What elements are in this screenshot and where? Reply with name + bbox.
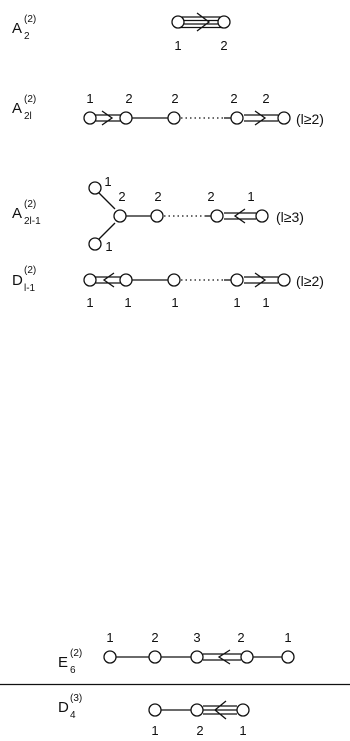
node-label: 1 [171, 295, 178, 310]
node [103, 650, 117, 664]
diagram-superscript: (2) [24, 94, 36, 105]
node [240, 650, 254, 664]
diagram-condition: (l≥2) [296, 111, 324, 127]
node-label: 2 [154, 189, 161, 204]
diagram-superscript: (2) [24, 14, 36, 25]
node [167, 111, 181, 125]
diagram-e6-twisted: E (2) 6 1 2 3 2 1 [58, 630, 295, 676]
diagram-subscript: 4 [70, 710, 76, 721]
node-label: 1 [233, 295, 240, 310]
node [230, 111, 244, 125]
node [190, 703, 204, 717]
node-label: 2 [171, 91, 178, 106]
bond-arrow [101, 110, 114, 126]
node [167, 273, 181, 287]
node-label: 2 [262, 91, 269, 106]
node [281, 650, 295, 664]
diagram-name: A [12, 100, 22, 117]
node-label: 1 [124, 295, 131, 310]
node [119, 111, 133, 125]
node-label: 1 [239, 723, 246, 738]
node [119, 273, 133, 287]
bond-arrow [254, 110, 267, 126]
node [255, 209, 269, 223]
diagram-subscript: 6 [70, 665, 76, 676]
node [113, 209, 127, 223]
diagram-superscript: (2) [24, 199, 36, 210]
node [88, 181, 102, 195]
node-label: 2 [230, 91, 237, 106]
bond-arrow [254, 272, 267, 288]
diagram-superscript: (2) [24, 265, 36, 276]
node-label: 1 [106, 630, 113, 645]
bond-arrow [102, 272, 115, 288]
bond-arrow [233, 208, 246, 224]
diagram-name: A [12, 205, 22, 222]
diagram-subscript: l-1 [24, 283, 36, 294]
diagram-superscript: (2) [70, 648, 82, 659]
diagram-name: A [12, 20, 22, 37]
bond-line [98, 222, 116, 240]
diagram-subscript: 2l [24, 111, 32, 122]
node-label: 1 [262, 295, 269, 310]
diagram-superscript: (3) [70, 693, 82, 704]
diagram-dl-1-twisted: D (2) l-1 1 1 1 1 1 (l≥2) [12, 265, 324, 310]
node [88, 237, 102, 251]
node [171, 15, 185, 29]
node [277, 111, 291, 125]
node-label: 1 [104, 174, 111, 189]
diagram-condition: (l≥2) [296, 273, 324, 289]
node-label: 1 [151, 723, 158, 738]
diagram-subscript: 2 [24, 31, 30, 42]
diagram-subscript: 2l-1 [24, 216, 41, 227]
node [230, 273, 244, 287]
node-label: 2 [196, 723, 203, 738]
diagram-condition: (l≥3) [276, 209, 304, 225]
node-label: 2 [237, 630, 244, 645]
node-label: 1 [105, 239, 112, 254]
node-label: 1 [284, 630, 291, 645]
node-label: 2 [151, 630, 158, 645]
diagram-name: D [58, 699, 69, 716]
bond-arrow [217, 649, 231, 665]
node-label: 1 [86, 91, 93, 106]
node-label: 1 [247, 189, 254, 204]
diagram-name: D [12, 272, 23, 289]
node [190, 650, 204, 664]
node-label: 1 [174, 38, 181, 53]
node-label: 2 [207, 189, 214, 204]
diagram-a2l-1-twisted: A (2) 2l-1 1 2 2 2 1 1 (l≥3) [12, 174, 304, 254]
node-label: 2 [220, 38, 227, 53]
node-label: 2 [118, 189, 125, 204]
bond-arrow [196, 12, 211, 32]
node [148, 650, 162, 664]
node [277, 273, 291, 287]
diagram-name: E [58, 654, 68, 671]
diagram-a2l-twisted: A (2) 2l 1 2 2 2 2 (l≥2) [12, 91, 324, 127]
node [210, 209, 224, 223]
node [83, 111, 97, 125]
node [236, 703, 250, 717]
node [150, 209, 164, 223]
diagram-a2-twisted: A (2) 2 1 2 [12, 12, 231, 53]
node [83, 273, 97, 287]
node-label: 3 [193, 630, 200, 645]
bond-arrow [213, 700, 227, 720]
node-label: 1 [86, 295, 93, 310]
diagram-d4-twisted: D (3) 4 1 2 1 [58, 693, 250, 738]
node-label: 2 [125, 91, 132, 106]
node [217, 15, 231, 29]
node [148, 703, 162, 717]
bond-line [98, 192, 116, 210]
